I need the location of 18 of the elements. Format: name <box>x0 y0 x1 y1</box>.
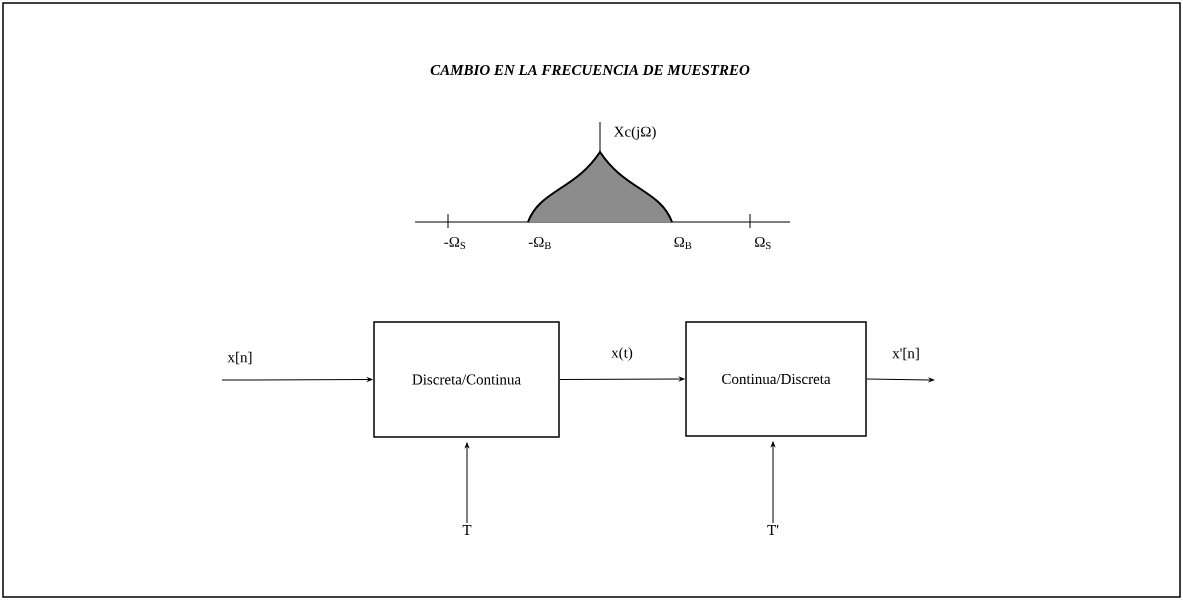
signal-label: T <box>462 525 472 535</box>
tick-label: -Ω$_{B}$ <box>528 236 551 250</box>
axis-label: Xc(jΩ) <box>613 126 656 140</box>
arrow <box>465 442 469 524</box>
edge-label: x(t) <box>611 347 633 361</box>
arrow <box>559 377 685 381</box>
arrow <box>866 377 935 382</box>
arrow <box>221 377 373 382</box>
arrow <box>771 441 775 524</box>
edge-label: x[n] <box>227 351 252 365</box>
tick-label: Ω$_{B}$ <box>674 236 692 250</box>
signal-label: T' <box>767 525 779 535</box>
title: CAMBIO EN LA FRECUENCIA DE MUESTREO <box>430 64 750 76</box>
edge-label: x'[n] <box>892 347 919 361</box>
tick-label: -Ω$_{S}$ <box>444 236 466 250</box>
block-box: Continua/Discreta <box>685 321 867 437</box>
block-box: Discreta/Continua <box>373 321 560 438</box>
tick-label: Ω$_{S}$ <box>755 236 771 250</box>
